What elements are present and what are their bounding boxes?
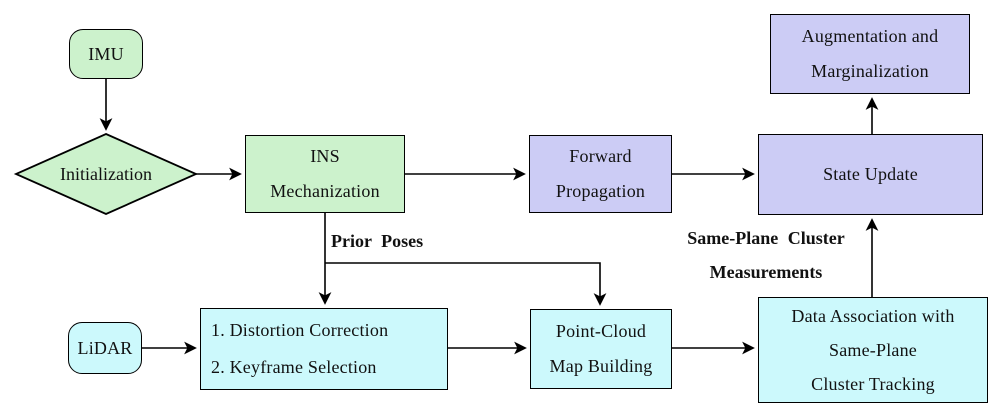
prior-poses-label: Prior Poses: [331, 231, 424, 251]
state-update-label: State Update: [823, 164, 918, 184]
initialization-label: Initialization: [60, 163, 152, 184]
data-association-node: Data Association with Same-Plane Cluster…: [758, 297, 988, 403]
preprocess-line-2: 2. Keyframe Selection: [211, 357, 377, 377]
association-line-2: Same-Plane: [829, 340, 917, 360]
forward-line-1: Forward: [569, 146, 632, 166]
initialization-diamond-shape: [13, 133, 199, 215]
preprocess-line-1: 1. Distortion Correction: [211, 320, 389, 340]
map-line-1: Point-Cloud: [555, 321, 647, 341]
augmentation-line-2: Marginalization: [811, 61, 929, 81]
augmentation-line-1: Augmentation and: [801, 26, 939, 46]
association-line-1: Data Association with: [791, 306, 955, 326]
ins-line-1: INS: [310, 146, 340, 166]
ins-mechanization-node: INS Mechanization: [245, 135, 405, 213]
same-plane-label-line-2: Measurements: [709, 262, 823, 282]
initialization-node: Initialization: [16, 162, 196, 186]
same-plane-label-line-1: Same-Plane Cluster: [687, 228, 845, 248]
state-update-node: State Update: [758, 134, 983, 215]
imu-label: IMU: [88, 43, 124, 64]
association-line-3: Cluster Tracking: [811, 374, 935, 394]
forward-propagation-node: Forward Propagation: [529, 135, 672, 213]
point-cloud-map-node: Point-Cloud Map Building: [530, 309, 672, 389]
lidar-label: LiDAR: [77, 337, 133, 358]
same-plane-measurements-label: Same-Plane Cluster Measurements: [660, 228, 872, 283]
forward-line-2: Propagation: [555, 181, 646, 201]
augmentation-marginalization-node: Augmentation and Marginalization: [770, 14, 970, 94]
imu-node: IMU: [69, 29, 143, 79]
edge-prior-poses-branch-to-map: [325, 262, 607, 306]
lidar-node: LiDAR: [68, 322, 142, 374]
map-line-2: Map Building: [549, 356, 653, 376]
preprocessing-node: 1. Distortion Correction 2. Keyframe Sel…: [200, 308, 448, 390]
ins-line-2: Mechanization: [270, 181, 380, 201]
